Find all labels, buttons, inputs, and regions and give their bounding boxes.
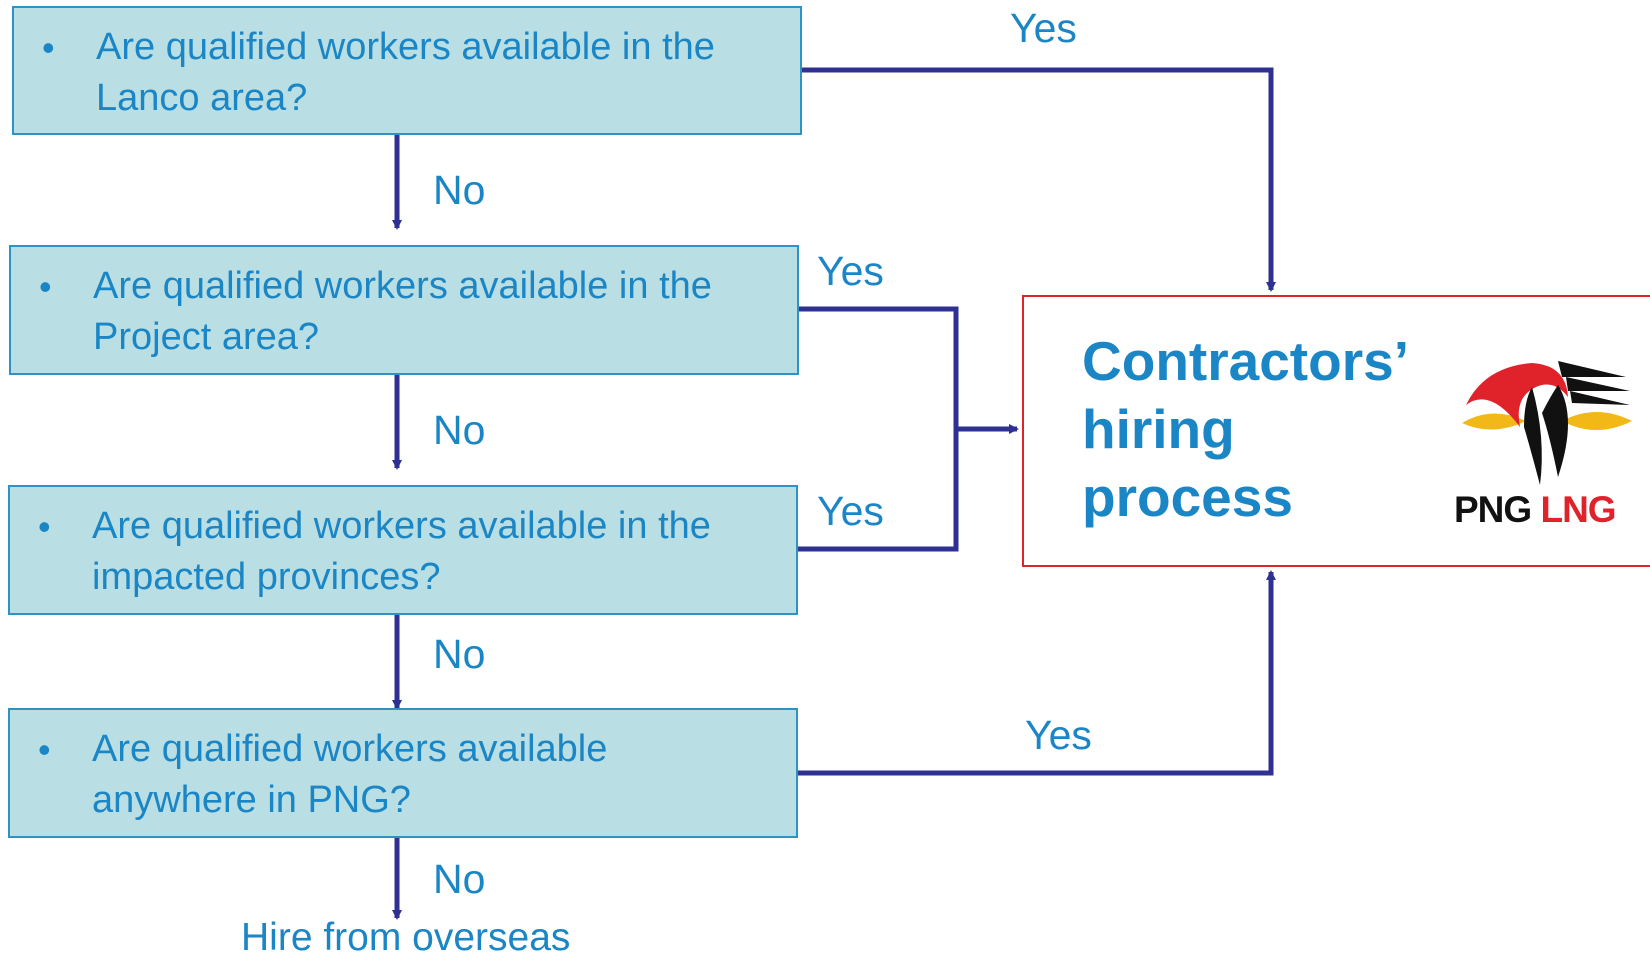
question-text: Are qualified workers available in the P… — [93, 265, 712, 358]
logo-text-lng: LNG — [1540, 489, 1616, 530]
no-label-2: No — [433, 407, 486, 453]
no-label-3: No — [433, 631, 486, 677]
question-box-project: • Are qualified workers available in the… — [9, 245, 799, 375]
yes-label-3: Yes — [817, 488, 884, 534]
hiring-process-box: Contractors’ hiring process PNG LNG — [1022, 295, 1650, 567]
question-box-provinces: • Are qualified workers available in the… — [8, 485, 798, 615]
logo-text-png: PNG — [1454, 489, 1532, 530]
no-label-1: No — [433, 167, 486, 213]
yes-arrow-4 — [798, 570, 1276, 776]
bullet-icon: • — [39, 266, 52, 307]
bullet-icon: • — [42, 27, 55, 68]
question-box-png: • Are qualified workers available anywhe… — [8, 708, 798, 838]
yes-arrow-1 — [802, 67, 1276, 292]
yes-label-1: Yes — [1010, 5, 1077, 51]
png-lng-logo: PNG LNG — [1454, 357, 1650, 537]
question-text: Are qualified workers available anywhere… — [92, 728, 608, 821]
bullet-icon: • — [38, 729, 51, 770]
question-text: Are qualified workers available in the i… — [92, 505, 711, 598]
bullet-icon: • — [38, 506, 51, 547]
png-lng-logo-text: PNG LNG — [1454, 491, 1650, 528]
question-box-lanco: • Are qualified workers available in the… — [12, 6, 802, 135]
question-text: Are qualified workers available in the L… — [96, 26, 715, 119]
yes-label-2: Yes — [817, 248, 884, 294]
yes-label-4: Yes — [1025, 712, 1092, 758]
terminal-label: Hire from overseas — [241, 916, 571, 959]
no-label-4: No — [433, 856, 486, 902]
hiring-process-title: Contractors’ hiring process — [1082, 330, 1406, 528]
png-lng-logo-icon — [1462, 361, 1632, 485]
